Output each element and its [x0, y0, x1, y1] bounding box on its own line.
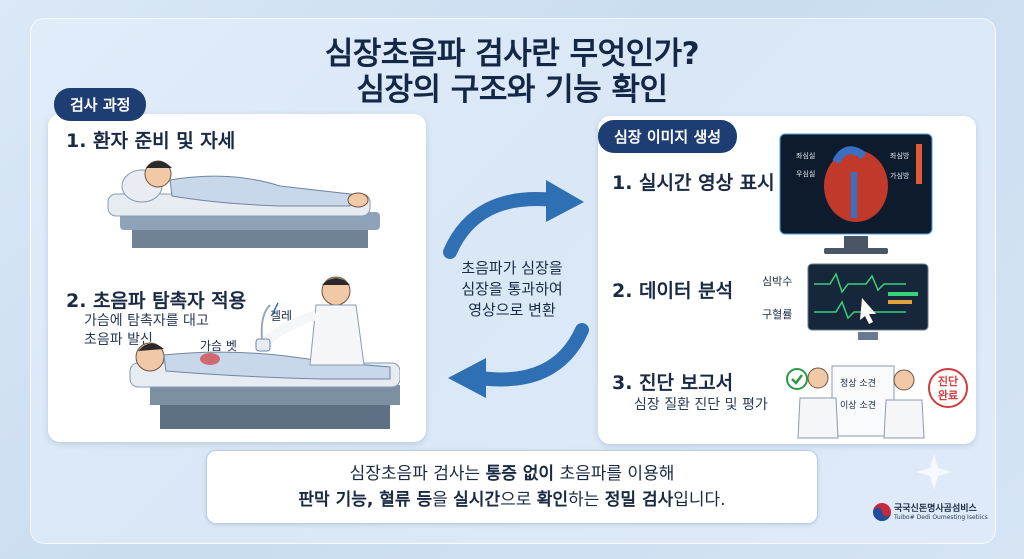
stamp-line1: 진단: [937, 375, 959, 388]
probe-desc-line2: 초음파 발신: [84, 332, 153, 348]
gel-label: 겔레: [270, 309, 293, 323]
process-line2: 심장을 통과하여: [461, 280, 563, 298]
process-line1: 초음파가 심장을: [461, 259, 563, 277]
logo-subtitle: Tuibo# Dedi Oumesting Isetiics: [894, 514, 988, 521]
taegeuk-logo-icon: [873, 503, 891, 521]
doctors-report-illustration: [797, 365, 925, 439]
summary-line2: 판막 기능, 혈류 등을 실시간으로 확인하는 정밀 검사입니다.: [207, 487, 817, 513]
summary-emphasis: 실시간: [453, 490, 501, 510]
probe-desc-line1: 가슴에 탐촉자를 대고: [84, 313, 209, 329]
patient-lying-illustration: [107, 160, 380, 248]
svg-text:우심실: 우심실: [796, 169, 815, 178]
summary-emphasis: 판막 기능, 혈류 등: [298, 490, 433, 510]
analysis-monitor-illustration: [807, 263, 929, 340]
blood-flow-label: 구혈률: [762, 308, 793, 321]
chest-label: 가슴 벳: [200, 339, 237, 353]
step-diagnosis-report: 3. 진단 보고서: [612, 372, 734, 394]
svg-text:좌심실: 좌심실: [796, 151, 815, 160]
svg-text:좌심방: 좌심방: [890, 151, 910, 160]
heart-image-tag: 심장 이미지 생성: [598, 120, 738, 153]
page-subtitle: 심장의 구조와 기능 확인: [356, 72, 668, 108]
report-normal: 정상 소견: [840, 379, 876, 389]
step-data-analysis: 2. 데이터 분석: [612, 280, 734, 302]
page-title: 심장초음파 검사란 무엇인가?: [324, 36, 700, 72]
svg-text:가심방: 가심방: [890, 171, 910, 180]
exam-process-tag: 검사 과정: [54, 88, 147, 121]
summary-text: 입니다.: [673, 490, 726, 510]
step-probe-apply: 2. 초음파 탐촉자 적용: [66, 290, 247, 312]
diagnosis-complete-stamp: 진단 완료: [928, 368, 968, 408]
summary-emphasis: 확인: [536, 490, 569, 510]
logo-name: 국국신돈명사곰섬비스: [894, 504, 977, 514]
summary-emphasis: 정밀 검사: [604, 490, 674, 510]
heart-monitor-illustration: 좌심실 우심실 좌심방 가심방: [779, 133, 933, 254]
sparkle-icon: [916, 454, 952, 490]
step-realtime-display: 1. 실시간 영상 표시: [612, 172, 775, 194]
stamp-line2: 완료: [937, 389, 959, 402]
organization-logo: 국국신돈명사곰섬비스 Tuibo# Dedi Oumesting Isetiic…: [872, 500, 1012, 528]
check-icon: [786, 368, 808, 390]
summary-line1: 심장초음파 검사는 통증 없이 초음파를 이용해: [207, 461, 817, 487]
summary-text: 하는: [568, 490, 605, 510]
process-explanation: 초음파가 심장을 심장을 통과하여 영상으로 변환: [436, 258, 588, 321]
report-abnormal: 이상 소견: [840, 401, 876, 411]
probe-exam-illustration: [129, 276, 400, 429]
summary-emphasis: 통증 없이: [485, 464, 555, 484]
summary-text: 을: [432, 490, 454, 510]
summary-box: 심장초음파 검사는 통증 없이 초음파를 이용해 판막 기능, 혈류 등을 실시…: [206, 450, 818, 524]
summary-text: 으로: [500, 490, 537, 510]
process-arrows: [443, 180, 589, 398]
process-line3: 영상으로 변환: [468, 301, 556, 319]
summary-text: 심장초음파 검사는: [349, 464, 486, 484]
step-patient-prep: 1. 환자 준비 및 자세: [66, 130, 236, 152]
heart-rate-label: 심박수: [762, 275, 793, 288]
diagnosis-desc: 심장 질환 진단 및 평가: [634, 397, 768, 413]
summary-text: 초음파를 이용해: [554, 464, 675, 484]
